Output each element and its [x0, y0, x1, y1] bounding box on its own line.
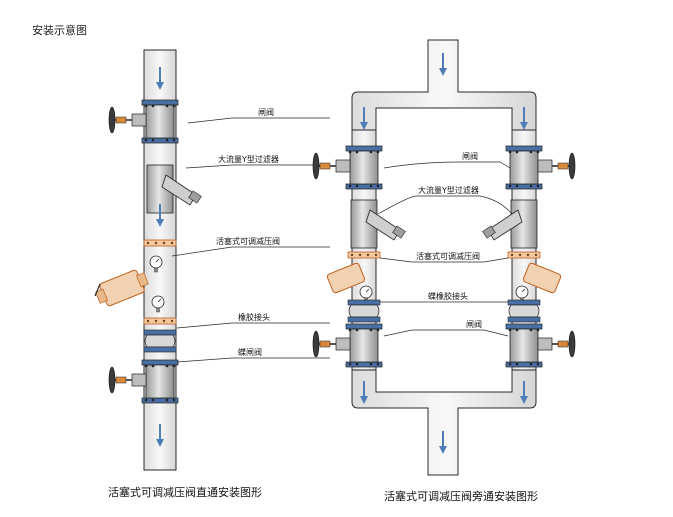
left-label-prv: 活塞式可调减压阀 [216, 236, 280, 246]
left-label-rubber-joint: 橡胶接头 [238, 312, 270, 322]
straight-installation [94, 49, 330, 471]
bypass-installation [312, 39, 576, 476]
prv-left [95, 269, 149, 307]
right-label-gate-valve-bottom: 闸阀 [466, 320, 482, 329]
right-label-gate-valve-top: 闸阀 [462, 152, 478, 161]
left-label-gate-valve: 闸阀 [258, 108, 274, 117]
right-label-prv: 活塞式可调减压阀 [416, 251, 480, 261]
left-label-y-strainer: 大流量Y型过滤器 [218, 154, 279, 164]
caption-straight: 活塞式可调减压阀直通安装图形 [108, 486, 262, 499]
left-label-butterfly-gate: 蝶闸阀 [238, 347, 262, 357]
right-label-y-strainer: 大流量Y型过滤器 [418, 185, 479, 195]
diagram-title: 安装示意图 [32, 24, 87, 37]
right-label-rubber-joint: 蝶橡胶接头 [428, 291, 468, 301]
caption-bypass: 活塞式可调减压阀旁通安装图形 [384, 490, 538, 503]
